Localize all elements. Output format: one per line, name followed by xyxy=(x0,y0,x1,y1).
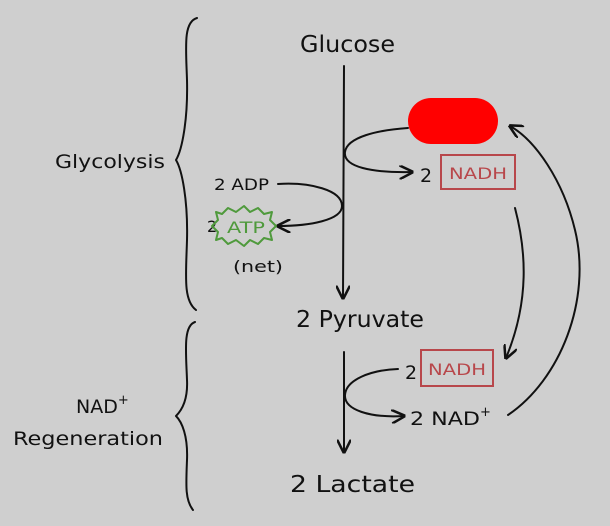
nad-plus-sup: + xyxy=(480,405,491,420)
nad-plus-text: 2 NAD xyxy=(410,408,480,430)
atp-starburst xyxy=(211,205,277,247)
nadh-mid-label: NADH xyxy=(428,360,486,379)
nadh-top-to-nadh-mid-arrow xyxy=(506,207,525,358)
adp-to-atp-arrow xyxy=(278,182,343,226)
glucose-to-pyruvate-arrow xyxy=(343,65,344,298)
glucose-label: Glucose xyxy=(300,32,395,58)
nadh-mid-box xyxy=(420,349,494,387)
lactate-label: 2 Lactate xyxy=(290,472,415,498)
nad-regeneration-nad-text: NAD xyxy=(76,396,118,418)
glycolysis-label: Glycolysis xyxy=(55,151,165,173)
nad-regeneration-label-nad: NAD+ xyxy=(76,393,129,418)
top-nadh-curve-arrow xyxy=(343,127,412,172)
atp-label: ATP xyxy=(227,218,265,237)
glycolysis-brace xyxy=(175,17,198,311)
redacted-label xyxy=(408,98,498,144)
nadh-top-box xyxy=(440,154,516,190)
nadh-to-nad-curve-arrow xyxy=(343,368,404,416)
pyruvate-label: 2 Pyruvate xyxy=(296,307,424,333)
nadh-mid-coefficient: 2 xyxy=(405,362,417,384)
net-label: (net) xyxy=(233,257,283,276)
nad-plus-label: 2 NAD+ xyxy=(410,405,491,430)
nadh-top-label: NADH xyxy=(449,164,507,183)
adp-label: 2 ADP xyxy=(214,175,269,194)
nadh-top-coefficient: 2 xyxy=(420,165,432,187)
nad-regeneration-brace xyxy=(175,321,196,511)
nad-regeneration-label-regeneration: Regeneration xyxy=(13,428,163,450)
nad-recycle-arrow xyxy=(508,126,581,416)
nad-regeneration-plus-sup: + xyxy=(118,393,129,408)
